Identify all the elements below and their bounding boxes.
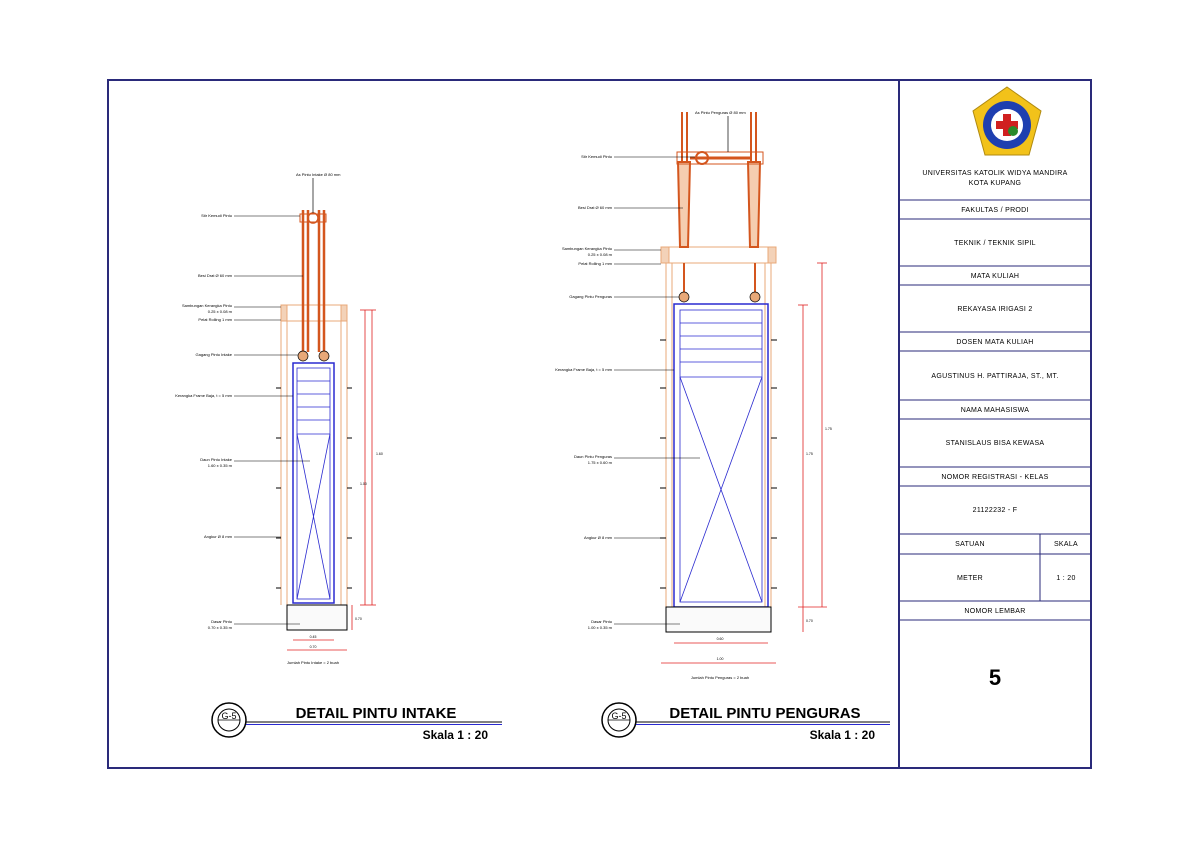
- penguras-label-frame3: Pelat Rolling 1 mm: [578, 261, 612, 266]
- penguras-wheel-icon: [676, 151, 764, 165]
- penguras-bubble-text: G-5: [611, 711, 626, 721]
- student-value: STANISLAUS BISA KEWASA: [946, 440, 1045, 447]
- penguras-label-wheel: Stir Kemudi Pintu: [581, 154, 612, 159]
- course-value: REKAYASA IRIGASI 2: [957, 306, 1032, 313]
- intake-dim-h2: 0.70: [310, 645, 317, 649]
- lecturer-label: DOSEN MATA KULIAH: [956, 339, 1033, 346]
- penguras-dim-v3: 0.70: [806, 619, 813, 623]
- title-block: UNIVERSITAS KATOLIK WIDYA MANDIRA KOTA K…: [899, 86, 1091, 690]
- intake-label-steel-frame: Kerangka Frame Baja, t = 5 mm: [175, 393, 232, 398]
- penguras-label-base1: Dasar Pintu: [591, 619, 612, 624]
- intake-title: DETAIL PINTU INTAKE: [296, 705, 457, 722]
- penguras-label-leaf1: Daun Pintu Penguras: [574, 454, 612, 459]
- penguras-label-steel-frame: Kerangka Frame Baja, t = 5 mm: [555, 367, 612, 372]
- student-label: NAMA MAHASISWA: [961, 407, 1030, 414]
- intake-label-rod: Besi Drat Ø 60 mm: [198, 273, 233, 278]
- unit-label: SATUAN: [955, 541, 985, 548]
- penguras-label-leaf2: 1.75 x 0.60 m: [588, 460, 613, 465]
- intake-label-count: Jumlah Pintu Intake = 2 buah: [287, 660, 339, 665]
- intake-label-frame2: 0.25 x 0.08 m: [208, 309, 233, 314]
- sheet-border: [107, 79, 1092, 769]
- intake-label-leaf2: 1.60 x 0.35 m: [208, 463, 233, 468]
- penguras-label-count: Jumlah Pintu Penguras = 2 buah: [691, 675, 749, 680]
- intake-label-base2: 0.70 x 0.35 m: [208, 625, 233, 630]
- sheet-number: 5: [989, 665, 1001, 690]
- intake-title-bubble: G-5: [211, 702, 247, 738]
- university-city: KOTA KUPANG: [969, 180, 1021, 187]
- intake-scale: Skala 1 : 20: [423, 728, 489, 742]
- penguras-dim-v2: 1.75: [825, 427, 832, 431]
- penguras-label-angle: Angkur Ø 8 mm: [584, 535, 613, 540]
- course-label: MATA KULIAH: [971, 273, 1020, 280]
- university-seal-icon: [972, 86, 1042, 156]
- penguras-title-bubble: G-5: [601, 702, 637, 738]
- penguras-label-base2: 1.00 x 0.35 m: [588, 625, 613, 630]
- intake-dim-v3: 0.70: [355, 617, 362, 621]
- intake-label-angle: Angkur Ø 8 mm: [204, 534, 233, 539]
- penguras-dim-v1: 1.75: [806, 452, 813, 456]
- penguras-scale: Skala 1 : 20: [810, 728, 876, 742]
- penguras-dim-h1: 0.60: [717, 637, 724, 641]
- penguras-label-rod: Besi Drat Ø 60 mm: [578, 205, 613, 210]
- penguras-gate-drawing: 1.75 1.75 0.70 0.60 1.00 As Pintu Pengur…: [555, 110, 890, 742]
- intake-dim-v2: 1.00: [360, 482, 367, 486]
- intake-label-leaf1: Daun Pintu Intake: [200, 457, 233, 462]
- scale-label: SKALA: [1054, 541, 1078, 548]
- intake-label-wheel: Stir Kemudi Pintu: [201, 213, 232, 218]
- registration-label: NOMOR REGISTRASI - KELAS: [941, 474, 1048, 481]
- penguras-title: DETAIL PINTU PENGURAS: [669, 705, 860, 722]
- intake-label-frame3: Pelat Rolling 1 mm: [198, 317, 232, 322]
- faculty-value: TEKNIK / TEKNIK SIPIL: [954, 240, 1036, 247]
- intake-label-handle: Gagang Pintu Intake: [196, 352, 233, 357]
- penguras-label-frame1: Sambungan Kerangka Pintu: [562, 246, 612, 251]
- intake-label-shaft: As Pintu Intake Ø 80 mm: [296, 172, 341, 177]
- faculty-label: FAKULTAS / PRODI: [961, 207, 1029, 214]
- intake-gate-drawing: 1.60 1.00 0.70 0.45 0.70 As Pintu Intake…: [175, 172, 502, 742]
- lecturer-value: AGUSTINUS H. PATTIRAJA, ST., MT.: [931, 373, 1058, 380]
- intake-bubble-text: G-5: [221, 711, 236, 721]
- university-name: UNIVERSITAS KATOLIK WIDYA MANDIRA: [922, 170, 1067, 177]
- penguras-label-shaft: As Pintu Penguras Ø 80 mm: [695, 110, 746, 115]
- intake-label-frame1: Sambungan Kerangka Pintu: [182, 303, 232, 308]
- sheet-number-label: NOMOR LEMBAR: [964, 608, 1025, 615]
- scale-value: 1 : 20: [1056, 575, 1075, 582]
- intake-dim-h1: 0.45: [310, 635, 317, 639]
- penguras-dim-h2: 1.00: [717, 657, 724, 661]
- intake-dim-v1: 1.60: [376, 452, 383, 456]
- penguras-label-handle: Gagang Pintu Penguras: [569, 294, 612, 299]
- penguras-label-frame2: 0.25 x 0.08 m: [588, 252, 613, 257]
- registration-value: 21122232 - F: [973, 507, 1018, 514]
- unit-value: METER: [957, 575, 983, 582]
- intake-label-base1: Dasar Pintu: [211, 619, 232, 624]
